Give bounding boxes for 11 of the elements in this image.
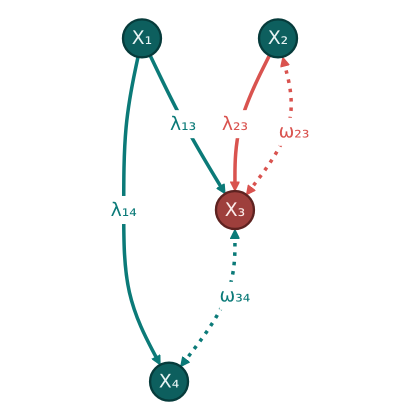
node-circle: X₃ bbox=[214, 190, 256, 230]
node-circle: X₁ bbox=[122, 18, 162, 59]
edge-label: ω₂₃ bbox=[278, 120, 310, 142]
edge-label: λ₂₃ bbox=[222, 112, 248, 135]
node-circle: X₂ bbox=[258, 18, 298, 59]
edge-label: λ₁₄ bbox=[110, 198, 137, 221]
arrow bbox=[148, 54, 226, 194]
arrow bbox=[122, 56, 161, 366]
node-circle: X₄ bbox=[148, 361, 190, 402]
edge-label: λ₁₃ bbox=[170, 112, 196, 135]
edge-label: ω₃₄ bbox=[220, 284, 250, 306]
